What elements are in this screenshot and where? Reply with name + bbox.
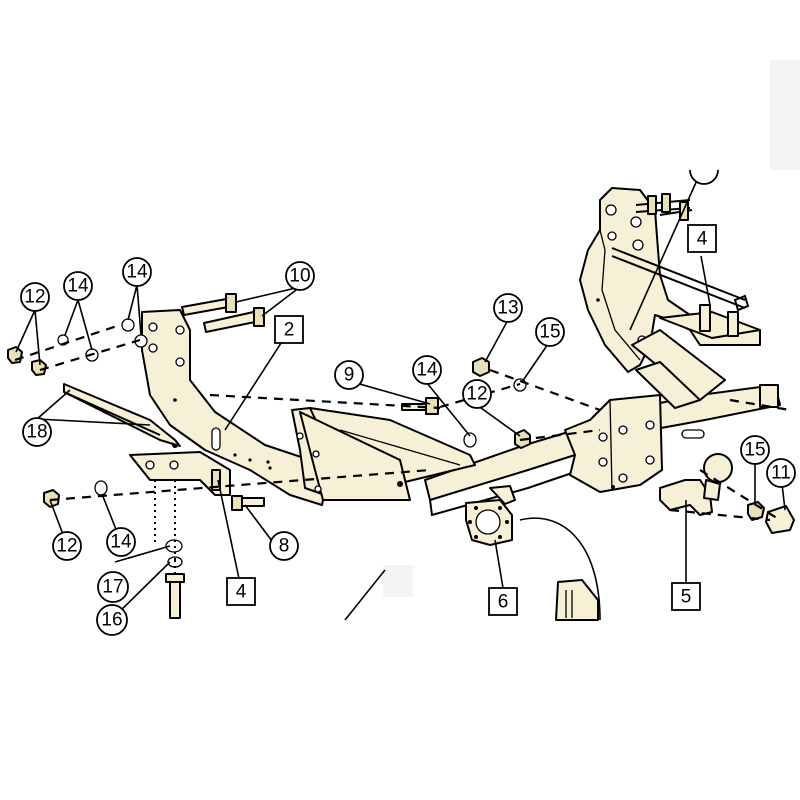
callout-14-top-left: 14 [63, 271, 93, 301]
callout-11: 11 [766, 458, 796, 488]
callout-18: 18 [22, 417, 52, 447]
background-placeholder [383, 565, 413, 597]
left-side-arm [141, 309, 411, 506]
svg-text:14: 14 [110, 532, 132, 553]
socket-plate [465, 485, 516, 546]
callout-15-right: 15 [740, 435, 770, 465]
callout-4-left: 4 [226, 577, 256, 606]
callout-12-top-left: 12 [20, 282, 50, 312]
callout-12-center: 12 [462, 379, 492, 409]
callout-8: 8 [269, 531, 299, 561]
tow-ball-assembly [659, 453, 795, 534]
svg-text:13: 13 [497, 298, 518, 319]
callout-10: 10 [285, 261, 315, 291]
callout-5: 5 [671, 582, 701, 611]
svg-text:10: 10 [289, 266, 310, 287]
svg-text:11: 11 [771, 463, 791, 484]
svg-text:12: 12 [24, 287, 45, 308]
svg-text:14: 14 [416, 360, 438, 381]
svg-text:16: 16 [101, 610, 122, 631]
svg-text:9: 9 [344, 365, 355, 386]
svg-text:14: 14 [126, 262, 148, 283]
svg-text:15: 15 [744, 440, 765, 461]
svg-text:15: 15 [539, 322, 560, 343]
svg-text:17: 17 [102, 577, 123, 598]
callout-13: 13 [493, 293, 523, 323]
callout-12-bottom-left: 12 [52, 531, 82, 561]
callout-1-partial [689, 169, 719, 185]
callout-14-top: 14 [122, 257, 152, 287]
callout-9: 9 [334, 360, 364, 390]
svg-text:2: 2 [284, 320, 295, 341]
electrical-cable [519, 517, 601, 621]
svg-text:12: 12 [56, 536, 77, 557]
background-placeholder [770, 60, 800, 170]
callout-15-top: 15 [535, 317, 565, 347]
svg-text:12: 12 [466, 384, 487, 405]
svg-text:18: 18 [26, 422, 47, 443]
svg-text:4: 4 [236, 582, 247, 603]
callout-6: 6 [488, 587, 518, 616]
svg-text:6: 6 [498, 592, 509, 613]
svg-text:5: 5 [681, 587, 692, 608]
callout-16: 16 [96, 604, 128, 636]
callout-4-right: 4 [687, 224, 717, 253]
left-mounting-plate [63, 383, 231, 496]
right-side-bracket [579, 187, 761, 373]
svg-text:8: 8 [279, 536, 290, 557]
callout-14-bottom-left: 14 [106, 527, 136, 557]
svg-text:4: 4 [697, 229, 708, 250]
callout-2: 2 [274, 315, 304, 344]
assembly-lines [14, 323, 791, 575]
svg-text:14: 14 [67, 276, 89, 297]
callout-14-center: 14 [412, 355, 442, 385]
callout-17: 17 [97, 571, 129, 603]
